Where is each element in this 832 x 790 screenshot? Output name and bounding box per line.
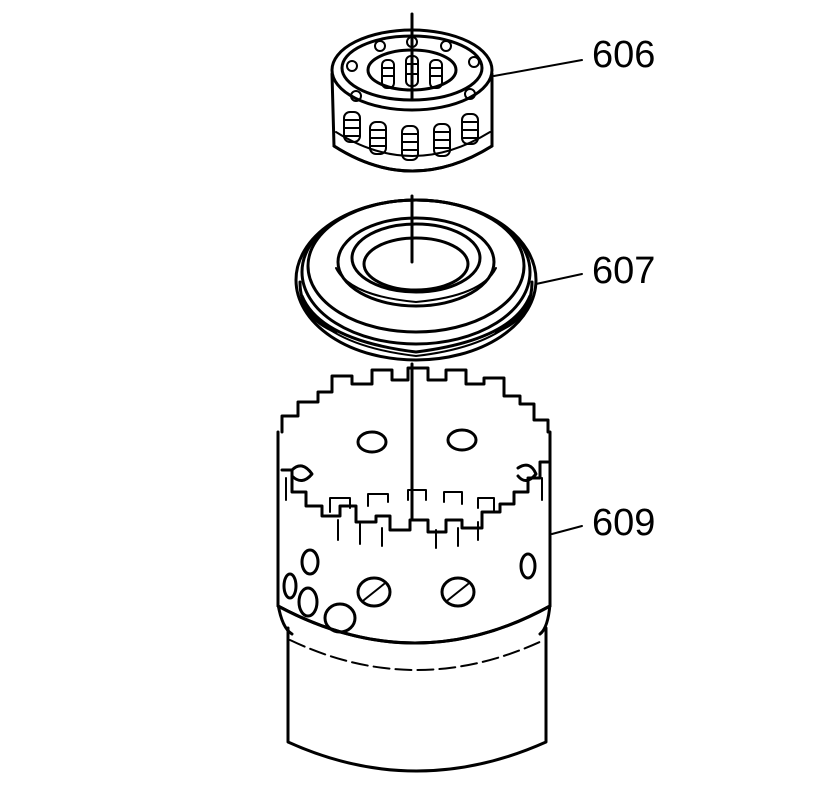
part-607-piston [294, 198, 538, 362]
callout-609: 609 [592, 502, 656, 544]
leader-line-607 [535, 273, 583, 285]
leader-line-606 [493, 59, 583, 77]
part-609-housing [276, 366, 552, 773]
leader-lines [493, 59, 583, 535]
callout-607: 607 [592, 250, 656, 292]
callout-606: 606 [592, 34, 656, 76]
leader-line-609 [551, 525, 583, 535]
